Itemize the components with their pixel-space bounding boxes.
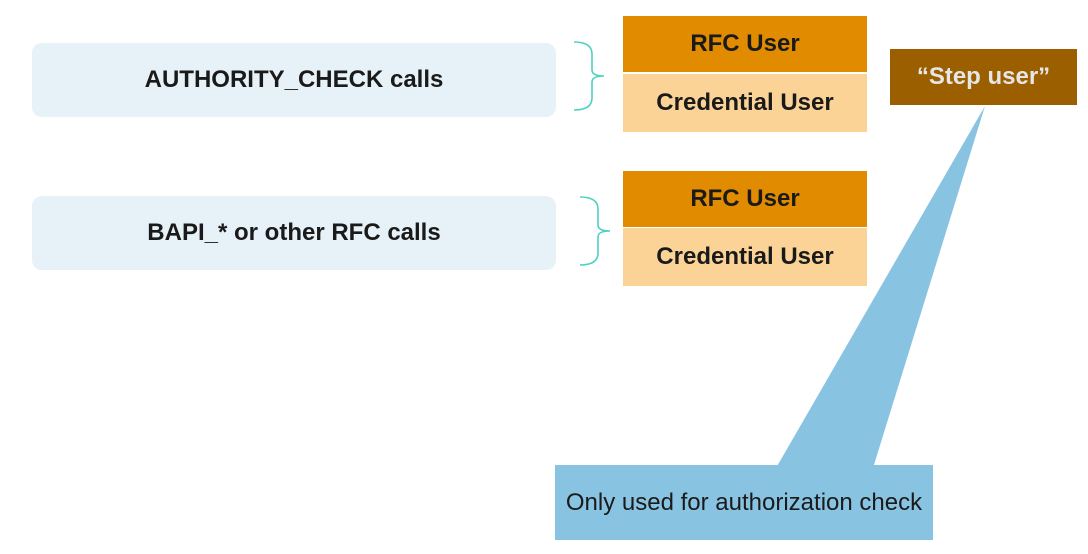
row1-bracket bbox=[573, 41, 605, 111]
authority-check-calls-box: AUTHORITY_CHECK calls bbox=[32, 43, 556, 117]
row2-credential-user: Credential User bbox=[623, 228, 867, 286]
row2-rfc-user: RFC User bbox=[623, 171, 867, 227]
authorization-callout: Only used for authorization check bbox=[555, 465, 933, 540]
row1-rfc-user: RFC User bbox=[623, 16, 867, 72]
bapi-rfc-calls-box: BAPI_* or other RFC calls bbox=[32, 196, 556, 270]
row2-bracket bbox=[579, 196, 611, 266]
step-user-box: “Step user” bbox=[890, 49, 1077, 105]
row1-credential-user: Credential User bbox=[623, 74, 867, 132]
